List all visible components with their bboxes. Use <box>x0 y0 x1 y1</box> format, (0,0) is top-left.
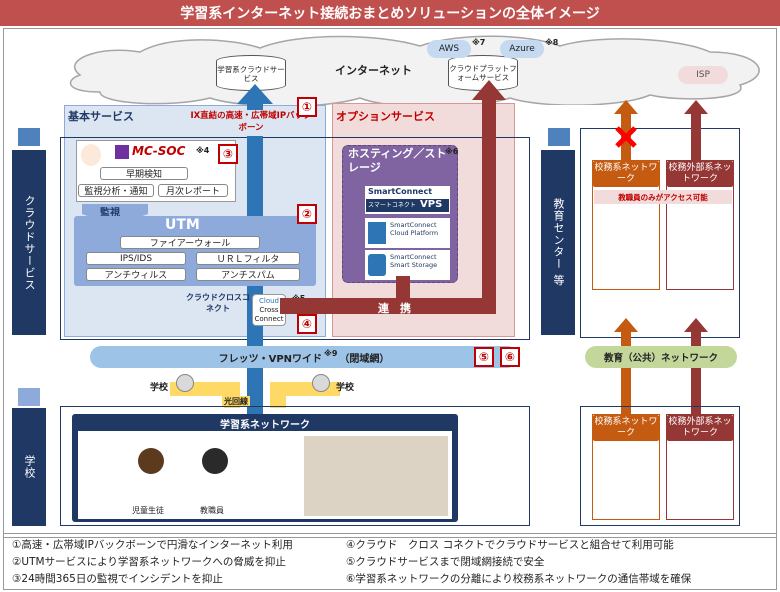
legend-item-2: ②UTMサービスにより学習系ネットワークへの脅威を抑止 <box>12 556 286 568</box>
basic-service-label: 基本サービス <box>68 110 134 123</box>
cloud-service-side-label: クラウドサービス <box>12 150 46 335</box>
komu-ext-school-label: 校務外部系ネットワーク <box>667 415 733 441</box>
classroom-photo <box>304 436 448 516</box>
router-left-icon <box>176 374 194 392</box>
flets-vpn-wide-bar: フレッツ・VPNワイド ※9 （閉域網） <box>90 346 518 368</box>
mcsoc-note: ※4 <box>196 146 210 155</box>
komu-center-label: 校務系ネットワーク <box>593 161 659 187</box>
komu-center-box <box>592 160 660 290</box>
ips-ids: IPS/IDS <box>86 252 186 265</box>
legend-item-4: ④クラウド クロス コネクトでクラウドサービスと組合せて利用可能 <box>346 539 674 551</box>
router-right-icon <box>312 374 330 392</box>
ix-backbone-label: IX直結の高速・広帯域IPバックボーン <box>190 110 312 136</box>
learning-network-label: 学習系ネットワーク <box>220 420 310 431</box>
school-right-area <box>580 406 740 526</box>
cloud-platform-service: クラウドプラットフォームサービス <box>448 55 518 91</box>
number-5: ⑤ <box>474 347 494 367</box>
vps-label: VPS <box>420 199 443 210</box>
option-service-label: オプションサービス <box>336 110 435 123</box>
legend-item-3: ③24時間365日の監視でインシデントを抑止 <box>12 573 223 585</box>
center-up-arrows <box>614 100 708 166</box>
flets-note: ※9 <box>324 348 338 358</box>
vps-brand: SmartConnect <box>368 187 433 196</box>
monitor-arrow <box>82 204 148 226</box>
utm-label: UTM <box>165 217 200 233</box>
student-icon <box>138 448 164 474</box>
mcsoc-logo-icon <box>115 145 129 159</box>
number-6: ⑥ <box>500 347 520 367</box>
building-icon <box>18 128 40 146</box>
legend-item-1: ①高速・広帯域IPバックボーンで円滑なインターネット利用 <box>12 539 293 551</box>
school-area <box>60 406 530 526</box>
diagram-frame <box>3 28 777 538</box>
cloud-platform-label: SmartConnect Cloud Platform <box>390 221 439 237</box>
smart-storage-label: SmartConnect Smart Storage <box>390 253 438 269</box>
azure-note: ※8 <box>545 38 559 47</box>
school-building-icon <box>18 388 40 406</box>
cloud-cross-connect-label: クラウドクロスコネクト <box>186 293 250 313</box>
komu-school-box <box>592 414 660 520</box>
learning-cloud-service: 学習系クラウドサービス <box>216 55 286 91</box>
komu-school-label: 校務系ネットワーク <box>593 415 659 441</box>
komu-ext-center-box <box>666 160 734 290</box>
legend-item-5: ⑤クラウドサービスまで閉域網接続で安全 <box>346 556 545 568</box>
number-1: ① <box>297 97 317 117</box>
cloud-platform-icon <box>368 222 386 244</box>
edu-center-area <box>580 128 740 338</box>
school-side-label: 学校 <box>12 408 46 526</box>
public-net-arrows <box>614 318 708 418</box>
vps-sub: スマートコネクト <box>368 202 416 209</box>
monitor-label: 監視 <box>100 208 120 219</box>
ccc-logo-line1: Cloud <box>259 297 279 305</box>
staff-only-note: 教職員のみがアクセス可能 <box>594 190 732 204</box>
isp-badge: ISP <box>678 66 728 84</box>
firewall: ファイアーウォール <box>120 236 260 249</box>
flets-closed: （閉域網） <box>339 353 390 365</box>
aws-note: ※7 <box>472 38 486 47</box>
antispam: アンチスパム <box>196 268 300 281</box>
teacher-icon <box>202 448 228 474</box>
operator-icon <box>81 144 101 166</box>
renkei-label: 連 携 <box>378 302 411 315</box>
monitor-analysis: 監視分析・通知 <box>78 184 154 197</box>
edu-center-side-label: 教育センター 等 <box>541 150 575 335</box>
vps-bar <box>366 199 449 212</box>
aws-badge: AWS <box>427 40 471 58</box>
internet-label: インターネット <box>335 64 412 77</box>
blocked-cross-icon <box>615 126 637 148</box>
azure-badge: Azure <box>500 40 544 58</box>
legend-item-6: ⑥学習系ネットワークの分離により校務系ネットワークの通信帯域を確保 <box>346 573 692 585</box>
number-2: ② <box>297 204 317 224</box>
edu-public-network: 教育（公共）ネットワーク <box>585 346 737 368</box>
monthly-report: 月次レポート <box>158 184 228 197</box>
school-left-label: 学校 <box>150 383 169 393</box>
url-filter: ＵＲＬフィルタ <box>196 252 300 265</box>
school-right-label: 学校 <box>336 383 355 393</box>
hosting-note: ※6 <box>445 147 459 156</box>
number-3: ③ <box>218 144 238 164</box>
optical-line-label: 光回線 <box>222 396 250 407</box>
legend-box: ①高速・広帯域IPバックボーンで円滑なインターネット利用 ②UTMサービスにより… <box>3 533 777 590</box>
cloud-area-border <box>60 137 530 340</box>
teacher-label: 教職員 <box>200 506 224 515</box>
storage-icon <box>368 254 386 276</box>
number-4: ④ <box>297 314 317 334</box>
komu-ext-school-box <box>666 414 734 520</box>
ccc-logo-line2: Cross <box>259 306 279 314</box>
komu-ext-center-label: 校務外部系ネットワーク <box>667 161 733 187</box>
antivirus: アンチウィルス <box>86 268 186 281</box>
early-detection: 早期検知 <box>100 167 188 180</box>
ccc-logo-line3: Connect <box>254 315 284 323</box>
center-building-icon <box>548 128 570 146</box>
renkei-arrow <box>280 80 506 314</box>
hosting-label: ホスティング／ストレージ <box>348 147 447 174</box>
page-title: 学習系インターネット接続おまとめソリューションの全体イメージ <box>0 0 780 26</box>
student-label: 児童生徒 <box>132 506 164 515</box>
mcsoc-logo: MC-SOC <box>132 144 186 158</box>
flets-label: フレッツ・VPNワイド <box>218 353 323 365</box>
